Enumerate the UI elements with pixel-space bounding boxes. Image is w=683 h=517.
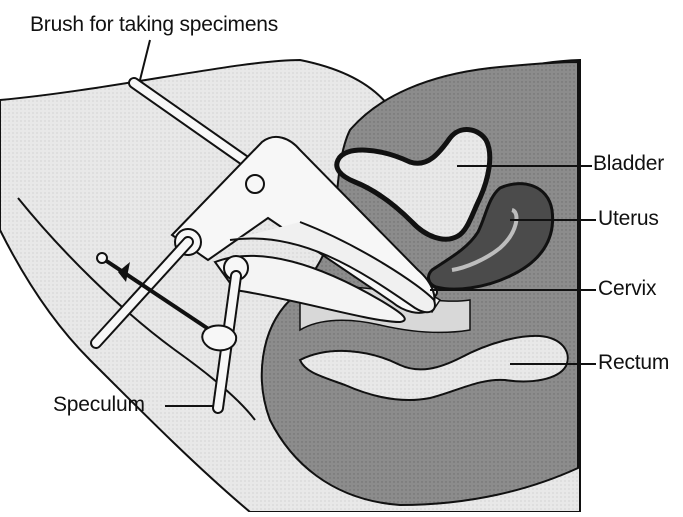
rectum-label: Rectum: [598, 352, 669, 373]
speculum-label: Speculum: [53, 394, 145, 415]
uterus-label: Uterus: [598, 208, 659, 229]
cervix-label: Cervix: [598, 278, 656, 299]
brush-label: Brush for taking specimens: [30, 14, 278, 35]
brush-leader: [140, 40, 150, 80]
bladder-label: Bladder: [593, 153, 664, 174]
